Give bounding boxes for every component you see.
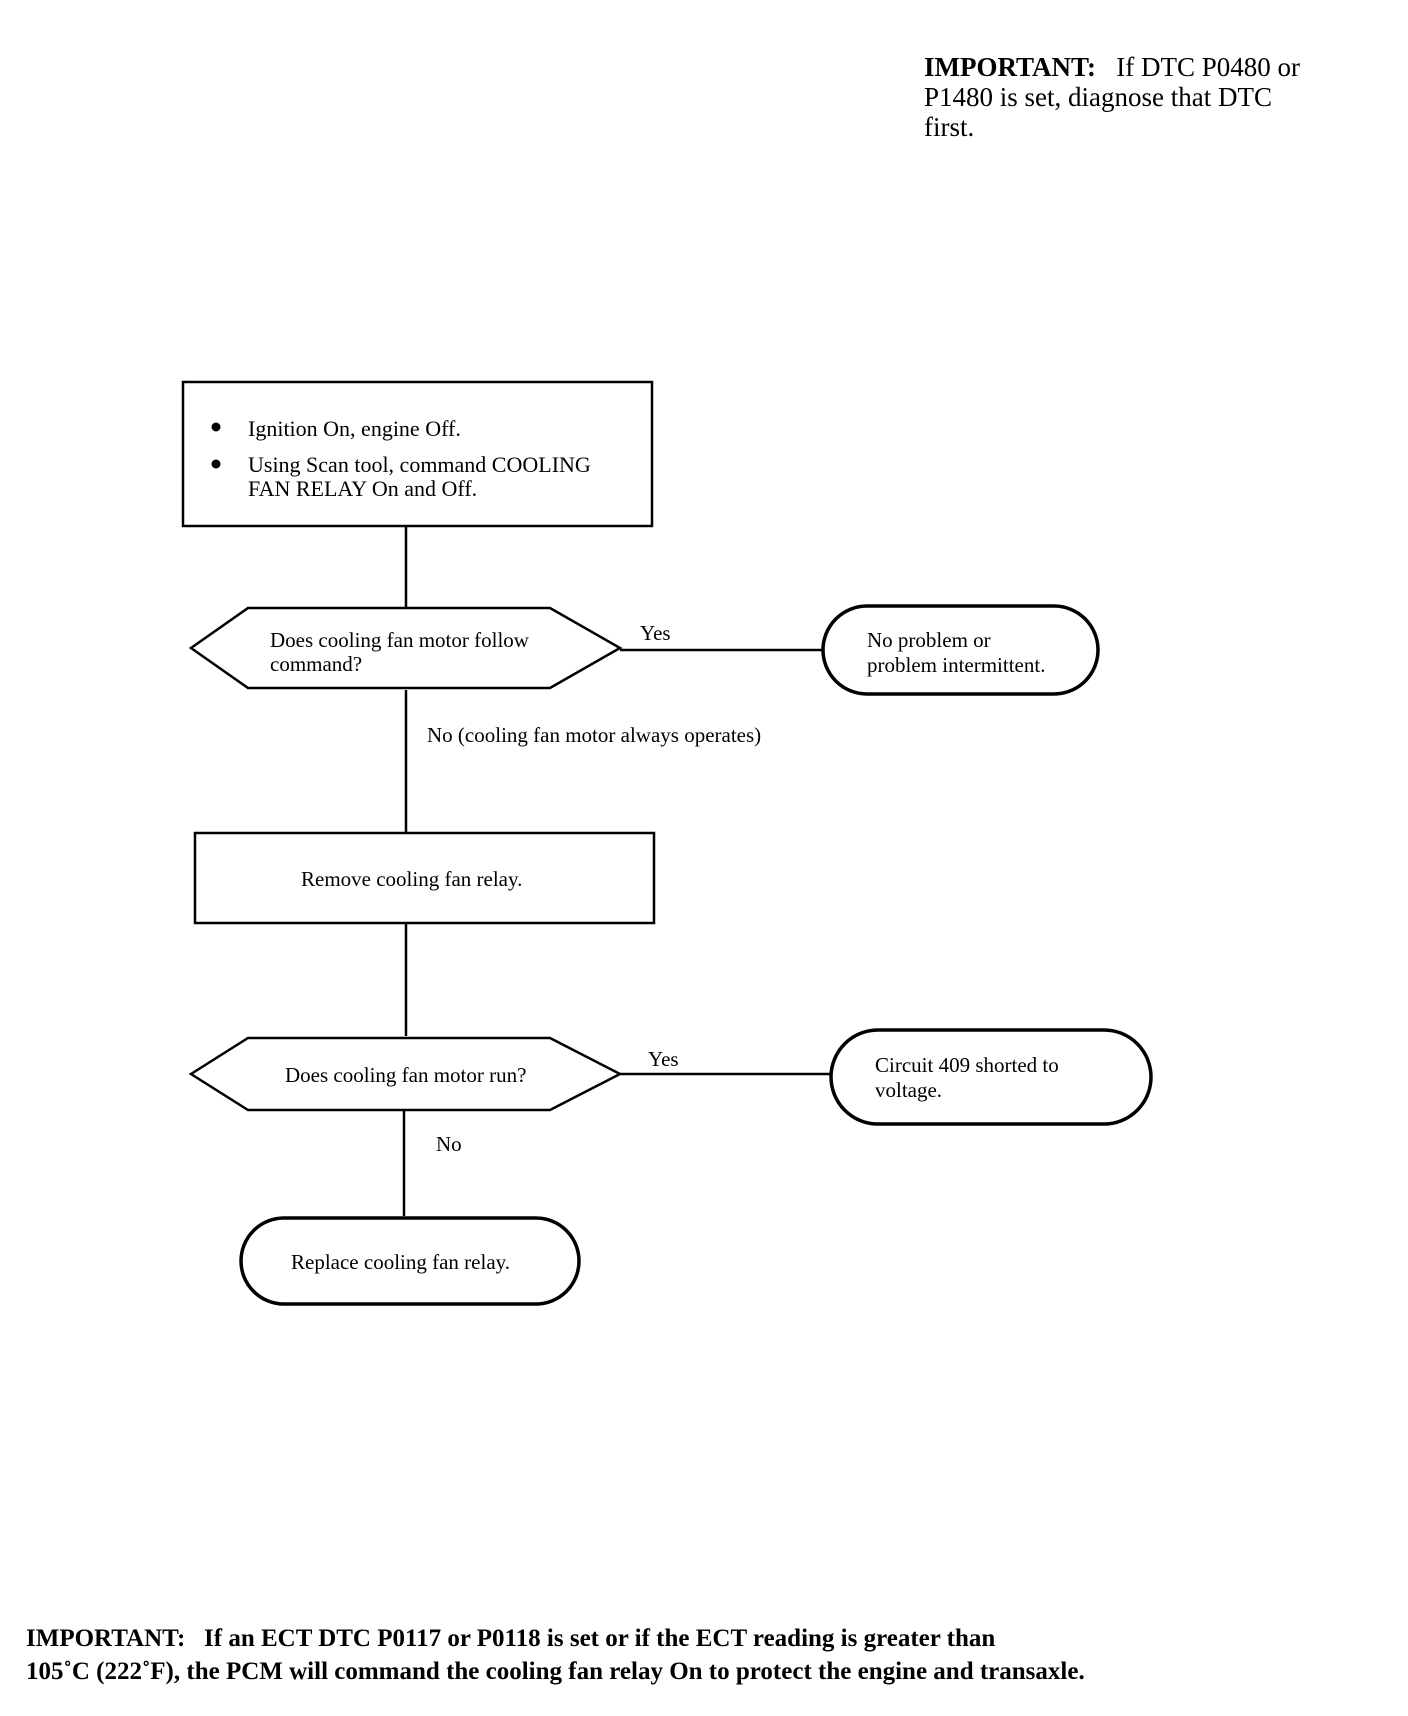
result1-terminal: [821, 604, 1100, 696]
decision1-hexagon: [188, 606, 623, 690]
result2-line-1: Circuit 409 shorted to: [875, 1053, 1059, 1077]
bullet-dot-2: [211, 459, 221, 469]
note-bottom-line-1: If an ECT DTC P0117 or P0118 is set or i…: [204, 1625, 996, 1652]
decision1-line-2: command?: [270, 652, 362, 676]
result3-terminal: [239, 1216, 581, 1306]
important-label: IMPORTANT:: [924, 52, 1097, 82]
bottom-important-label: IMPORTANT:: [26, 1625, 186, 1652]
result1-line-1: No problem or: [867, 628, 991, 652]
step1-bullet-2-line-2: FAN RELAY On and Off.: [248, 476, 477, 501]
note-top-line-2: P1480 is set, diagnose that DTC: [924, 82, 1272, 112]
decision2-yes-label: Yes: [648, 1047, 679, 1071]
step1-bullet-1: Ignition On, engine Off.: [248, 416, 461, 441]
decision2-no-label: No: [436, 1132, 462, 1156]
decision1-yes-label: Yes: [640, 621, 671, 645]
step2-box: [193, 831, 656, 925]
connectors: [402, 527, 830, 1216]
bullet-dot-1: [211, 422, 221, 432]
result3-text: Replace cooling fan relay.: [291, 1250, 510, 1274]
step2-text: Remove cooling fan relay.: [301, 867, 522, 891]
note-top-line-1: If DTC P0480 or: [1116, 52, 1301, 82]
step1-bullet-2-line-1: Using Scan tool, command COOLING: [248, 452, 591, 477]
decision1-line-1: Does cooling fan motor follow: [270, 628, 530, 652]
result1-line-2: problem intermittent.: [867, 653, 1045, 677]
decision2-text: Does cooling fan motor run?: [285, 1063, 526, 1087]
note-bottom-line-2: 105˚C (222˚F), the PCM will command the …: [26, 1658, 1085, 1685]
important-note-bottom: IMPORTANT: If an ECT DTC P0117 or P0118 …: [26, 1622, 1396, 1688]
result2-terminal: [829, 1028, 1153, 1126]
result2-line-2: voltage.: [875, 1078, 942, 1102]
step1-box: [181, 380, 654, 528]
note-top-line-3: first.: [924, 112, 975, 142]
decision1-no-label: No (cooling fan motor always operates): [427, 723, 761, 747]
decision2-hexagon: [188, 1036, 623, 1112]
important-note-top: IMPORTANT: If DTC P0480 or P1480 is set,…: [924, 52, 1354, 142]
